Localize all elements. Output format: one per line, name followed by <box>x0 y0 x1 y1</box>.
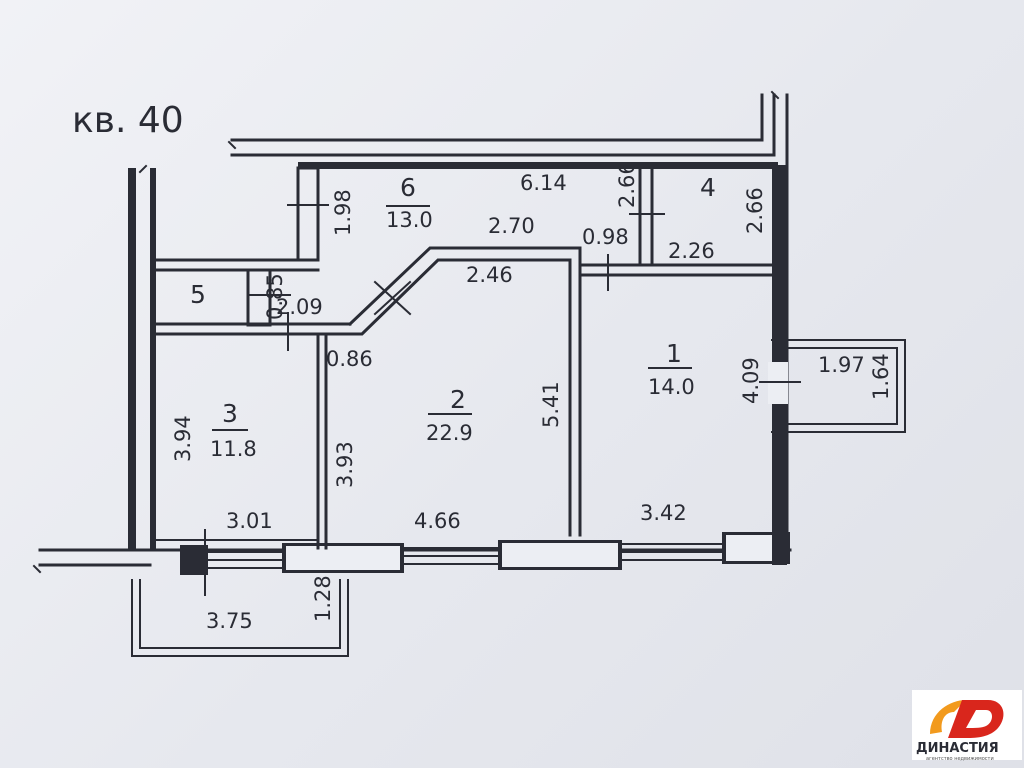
door-marks <box>32 90 780 596</box>
dim-2-66-left: 2.66 <box>615 161 639 208</box>
room-2-number: 2 <box>450 385 466 414</box>
dim-1-64: 1.64 <box>869 353 893 400</box>
dim-1-98: 1.98 <box>331 189 355 236</box>
dim-3-01: 3.01 <box>226 509 273 533</box>
dim-0-98: 0.98 <box>582 225 629 249</box>
room-5-number: 5 <box>190 280 206 309</box>
dim-0-85: 0.85 <box>263 273 287 320</box>
dynasty-logo: ДИНАСТИЯ агентство недвижимости <box>912 690 1022 762</box>
dim-3-42: 3.42 <box>640 501 687 525</box>
dim-4-09: 4.09 <box>739 357 763 404</box>
dim-4-66: 4.66 <box>414 509 461 533</box>
dim-2-09: 2.09 <box>276 295 323 319</box>
dim-3-75: 3.75 <box>206 609 253 633</box>
dim-1-97: 1.97 <box>818 353 865 377</box>
dim-3-94: 3.94 <box>171 415 195 462</box>
room-3-area: 11.8 <box>210 437 257 461</box>
room-6-area: 13.0 <box>386 208 433 232</box>
room-1-area: 14.0 <box>648 375 695 399</box>
balconies <box>131 339 906 657</box>
logo-tagline: агентство недвижимости <box>926 756 994 762</box>
dim-2-26: 2.26 <box>668 239 715 263</box>
logo-name: ДИНАСТИЯ <box>916 741 999 756</box>
room-2-area: 22.9 <box>426 421 473 445</box>
room-6-number: 6 <box>400 173 416 202</box>
dim-2-70: 2.70 <box>488 214 535 238</box>
dim-6-14: 6.14 <box>520 171 567 195</box>
dim-3-93: 3.93 <box>333 441 357 488</box>
dim-2-46: 2.46 <box>466 263 513 287</box>
dim-1-28: 1.28 <box>311 575 335 622</box>
internal-walls <box>153 166 774 550</box>
room-1-number: 1 <box>666 339 682 368</box>
outer-walls <box>38 93 792 575</box>
dim-0-86: 0.86 <box>326 347 373 371</box>
room-3-number: 3 <box>222 399 238 428</box>
logo-mark-icon <box>930 700 1004 738</box>
apartment-title: кв. 40 <box>72 100 184 141</box>
room-4-number: 4 <box>700 173 716 202</box>
dim-2-66-right: 2.66 <box>743 187 767 234</box>
dim-5-41: 5.41 <box>539 381 563 428</box>
